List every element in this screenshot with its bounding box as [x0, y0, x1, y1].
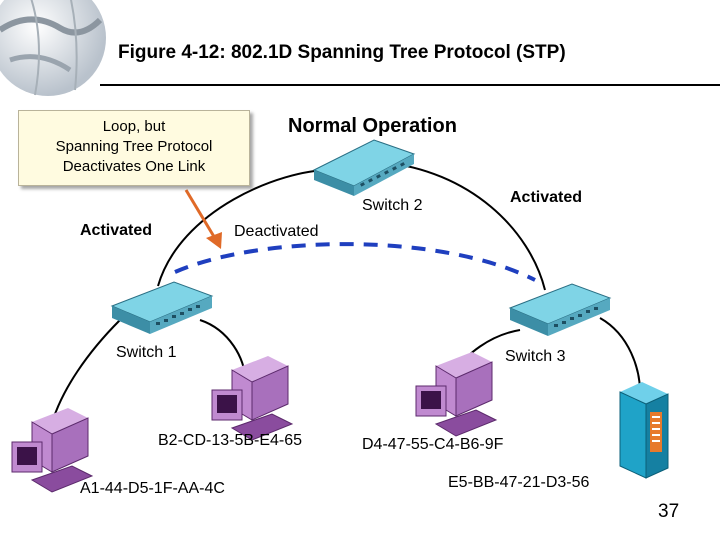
switch2-icon: [312, 139, 416, 196]
page-number: 37: [658, 501, 680, 522]
normal-operation-label: Normal Operation: [288, 115, 457, 137]
switch3-icon: [508, 283, 612, 336]
callout-line-2: Spanning Tree Protocol: [55, 138, 213, 155]
figure-title: Figure 4-12: 802.1D Spanning Tree Protoc…: [118, 42, 566, 63]
host-e-mac: E5-BB-47-21-D3-56: [448, 474, 590, 491]
deactivated-label: Deactivated: [234, 223, 319, 240]
callout-arrow: [184, 189, 222, 249]
host-a-mac: A1-44-D5-1F-AA-4C: [80, 480, 225, 497]
activated-right-label: Activated: [510, 189, 583, 206]
pc-d-icon: [415, 352, 498, 437]
host-d-mac: D4-47-55-C4-B6-9F: [362, 436, 504, 453]
callout-line-1: Loop, but: [102, 118, 166, 135]
switch1-icon: [110, 281, 214, 334]
title-divider: [100, 84, 720, 86]
server-e-icon: [619, 382, 669, 479]
callout-box: Loop, but Spanning Tree Protocol Deactiv…: [18, 110, 250, 186]
switch2-label: Switch 2: [362, 197, 423, 214]
link-switch3-server-e: [599, 317, 641, 393]
host-b-mac: B2-CD-13-5B-E4-65: [158, 432, 303, 449]
switch1-label: Switch 1: [116, 344, 177, 361]
link-switch1-switch3-deactivated: [174, 242, 536, 282]
globe-icon: [0, 0, 106, 96]
switch3-label: Switch 3: [505, 348, 566, 365]
link-switch2-switch3: [379, 161, 546, 291]
pc-b-icon: [211, 356, 294, 441]
pc-a-icon: [11, 408, 94, 493]
link-switch1-switch2: [157, 169, 331, 287]
activated-left-label: Activated: [80, 222, 153, 239]
callout-line-3: Deactivates One Link: [62, 158, 206, 175]
